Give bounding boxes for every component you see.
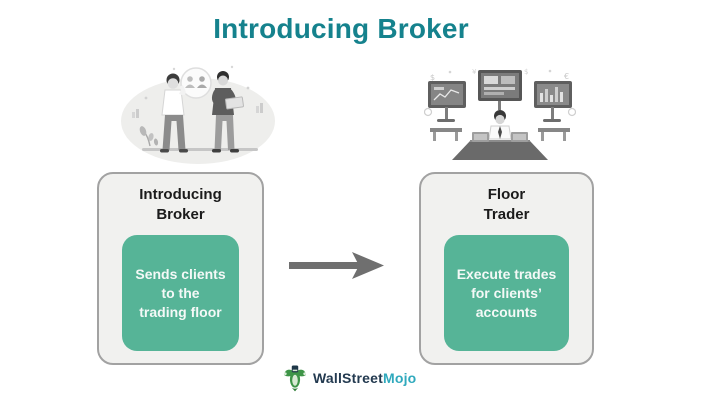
svg-text:€: €: [564, 72, 569, 81]
node-heading: Floor Trader: [483, 186, 530, 223]
wallstreetmojo-bull-icon: [283, 365, 307, 392]
brand-footer: WallStreetMojo: [283, 363, 416, 392]
node-detail-pill: Execute trades for clients’ accounts: [444, 235, 569, 351]
node-card-floor-trader: Floor Trader Execute trades for clients’…: [419, 172, 594, 365]
trading-floor-graphic: $ € ¥ $: [423, 68, 577, 160]
brand-name: WallStreetMojo: [313, 370, 416, 386]
node-detail-text: Execute trades for clients’ accounts: [456, 265, 557, 320]
svg-text:¥: ¥: [472, 68, 477, 76]
arrow-right-icon: [289, 252, 384, 279]
node-heading: Introducing Broker: [139, 186, 222, 223]
svg-text:$: $: [524, 68, 528, 76]
trading-floor-screens-illustration: $ € ¥ $: [423, 66, 577, 169]
page-title: Introducing Broker: [213, 13, 469, 44]
node-detail-pill: Sends clients to the trading floor: [122, 235, 239, 351]
brokers-illustration-graphic: [121, 65, 275, 164]
flow-arrow: [286, 250, 388, 281]
node-card-introducing-broker: Introducing Broker Sends clients to the …: [97, 172, 264, 365]
node-detail-text: Sends clients to the trading floor: [135, 265, 226, 320]
brand-name-first: WallStreet: [313, 369, 383, 386]
two-brokers-talking-illustration: [116, 58, 280, 173]
brand-name-second: Mojo: [382, 369, 417, 386]
svg-text:$: $: [430, 73, 435, 82]
